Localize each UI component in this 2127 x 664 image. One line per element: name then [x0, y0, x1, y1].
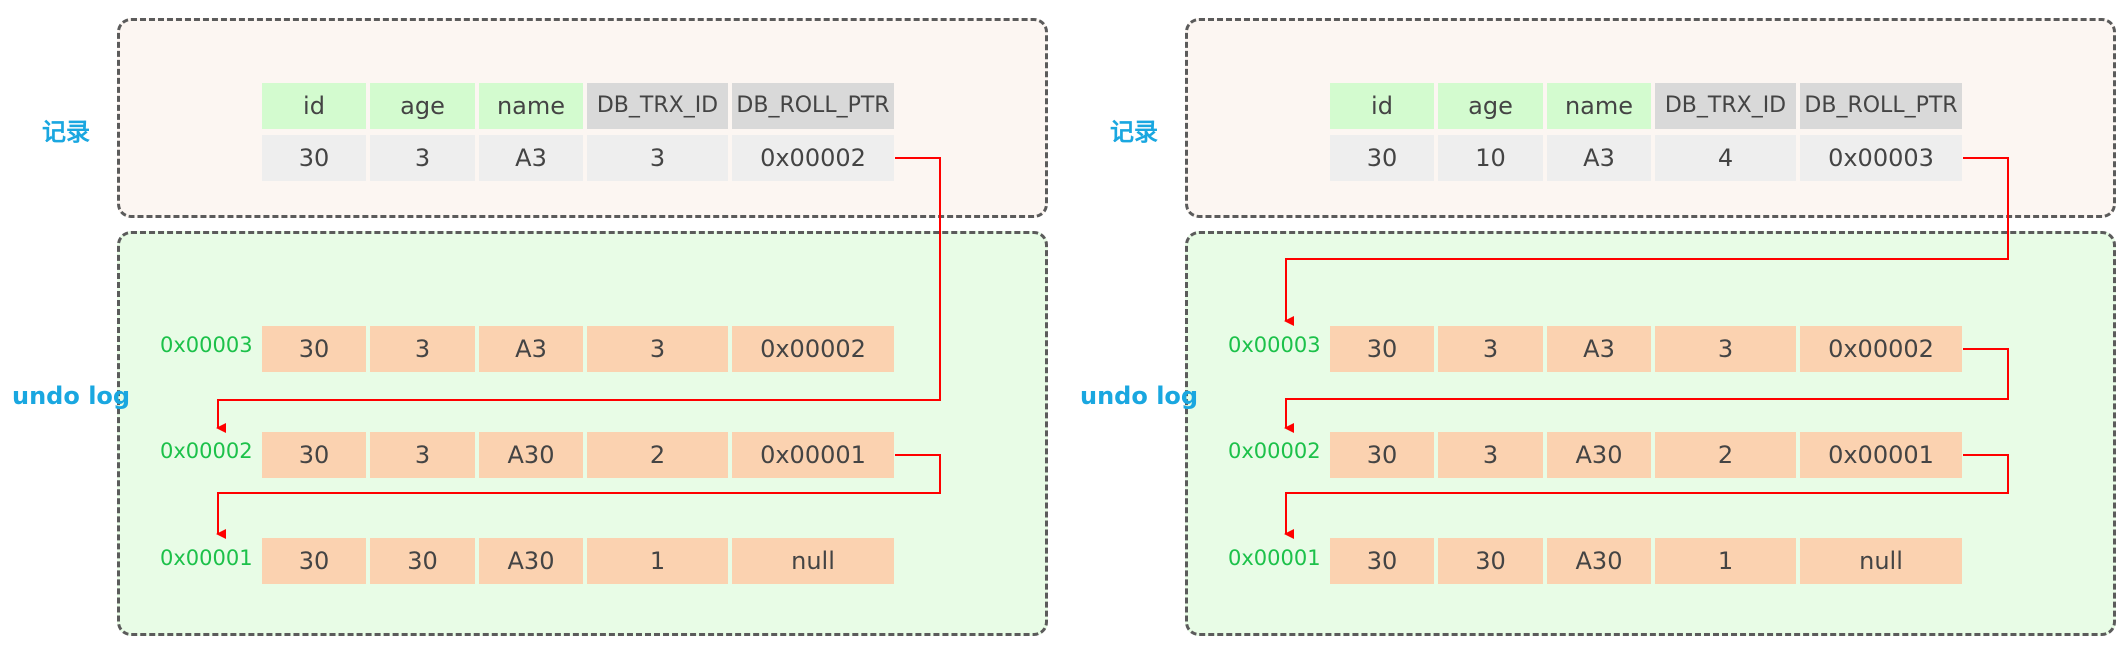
- undo-cell-id: 30: [1330, 432, 1434, 478]
- undo-address-0x00001: 0x00001: [1228, 546, 1321, 570]
- undo-cell-name: A30: [1547, 432, 1651, 478]
- record-cell-id: 30: [1330, 135, 1434, 181]
- undo-cell-db-roll-ptr: 0x00001: [732, 432, 894, 478]
- undo-cell-id: 30: [262, 432, 366, 478]
- record-cell-db-trx-id: 3: [587, 135, 728, 181]
- undo-cell-db-trx-id: 1: [1655, 538, 1796, 584]
- record-label: 记录: [42, 118, 90, 146]
- undo-address-0x00002: 0x00002: [160, 439, 253, 463]
- undo-cell-name: A30: [479, 432, 583, 478]
- record-cell-id: 30: [262, 135, 366, 181]
- record-cell-db-roll-ptr: 0x00002: [732, 135, 894, 181]
- column-header-age: age: [1438, 83, 1543, 129]
- undo-cell-age: 30: [370, 538, 475, 584]
- undo-log-label: undo log: [1080, 382, 1199, 410]
- undo-cell-name: A30: [479, 538, 583, 584]
- undo-cell-age: 3: [1438, 432, 1543, 478]
- record-cell-name: A3: [479, 135, 583, 181]
- column-header-name: name: [1547, 83, 1651, 129]
- undo-cell-db-roll-ptr: null: [1800, 538, 1962, 584]
- undo-cell-id: 30: [262, 538, 366, 584]
- undo-address-0x00001: 0x00001: [160, 546, 253, 570]
- undo-cell-age: 3: [370, 326, 475, 372]
- undo-cell-db-trx-id: 3: [587, 326, 728, 372]
- undo-cell-age: 30: [1438, 538, 1543, 584]
- panel-right: 记录 undo log id age name DB_TRX_ID DB_ROL…: [1068, 0, 2127, 664]
- pointer-arrow-0x00003-to-0x00002: [1284, 348, 2009, 433]
- undo-address-0x00003: 0x00003: [160, 333, 253, 357]
- undo-cell-db-roll-ptr: null: [732, 538, 894, 584]
- undo-log-label: undo log: [12, 382, 131, 410]
- undo-cell-db-trx-id: 1: [587, 538, 728, 584]
- pointer-arrow-record-to-0x00002: [216, 157, 941, 433]
- undo-cell-name: A3: [479, 326, 583, 372]
- undo-cell-db-trx-id: 2: [1655, 432, 1796, 478]
- column-header-db-roll-ptr: DB_ROLL_PTR: [732, 83, 894, 129]
- undo-address-0x00002: 0x00002: [1228, 439, 1321, 463]
- roll-pointer-arrows: [216, 157, 941, 539]
- column-header-name: name: [479, 83, 583, 129]
- column-header-id: id: [1330, 83, 1434, 129]
- undo-cell-name: A30: [1547, 538, 1651, 584]
- undo-cell-db-roll-ptr: 0x00002: [1800, 326, 1962, 372]
- column-header-db-trx-id: DB_TRX_ID: [587, 83, 728, 129]
- undo-cell-id: 30: [262, 326, 366, 372]
- column-header-db-trx-id: DB_TRX_ID: [1655, 83, 1796, 129]
- record-cell-name: A3: [1547, 135, 1651, 181]
- undo-cell-db-trx-id: 3: [1655, 326, 1796, 372]
- column-header-db-roll-ptr: DB_ROLL_PTR: [1800, 83, 1962, 129]
- undo-cell-db-trx-id: 2: [587, 432, 728, 478]
- pointer-arrow-0x00002-to-0x00001: [216, 454, 941, 539]
- undo-cell-age: 3: [370, 432, 475, 478]
- column-header-id: id: [262, 83, 366, 129]
- undo-cell-db-roll-ptr: 0x00001: [1800, 432, 1962, 478]
- record-cell-age: 10: [1438, 135, 1543, 181]
- roll-pointer-arrows: [1284, 157, 2009, 539]
- record-cell-db-roll-ptr: 0x00003: [1800, 135, 1962, 181]
- panel-left: 记录 undo log id age name DB_TRX_ID DB_ROL…: [12, 18, 1048, 636]
- pointer-arrow-record-to-0x00003: [1284, 157, 2009, 326]
- record-cell-age: 3: [370, 135, 475, 181]
- undo-cell-id: 30: [1330, 538, 1434, 584]
- undo-cell-id: 30: [1330, 326, 1434, 372]
- pointer-arrow-0x00002-to-0x00001: [1284, 454, 2009, 539]
- undo-cell-age: 3: [1438, 326, 1543, 372]
- record-label: 记录: [1110, 118, 1158, 146]
- undo-cell-name: A3: [1547, 326, 1651, 372]
- undo-address-0x00003: 0x00003: [1228, 333, 1321, 357]
- undo-cell-db-roll-ptr: 0x00002: [732, 326, 894, 372]
- record-cell-db-trx-id: 4: [1655, 135, 1796, 181]
- column-header-age: age: [370, 83, 475, 129]
